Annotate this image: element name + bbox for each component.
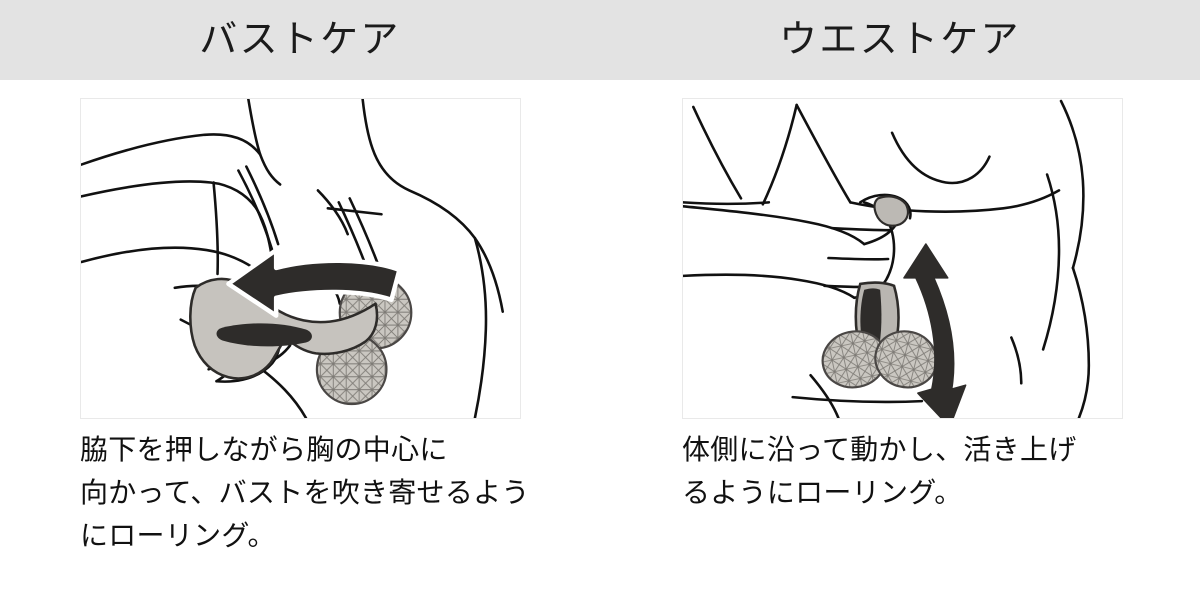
header-cell-bust-care: バストケア <box>0 0 600 80</box>
caption-line: にローリング。 <box>80 520 276 551</box>
caption-line: 脇下を押しながら胸の中心に <box>80 434 448 465</box>
section-title-waist-care: ウエストケア <box>779 19 1021 61</box>
figure-frame-waist-care <box>682 98 1123 419</box>
caption-line: 向かって、バストを吹き寄せるよう <box>80 477 530 508</box>
waist-care-illustration <box>683 99 1091 418</box>
motion-arrow-vertical-double <box>903 243 967 418</box>
panel-waist-care: 体側に沿って動かし、活き上げ るようにローリング。 <box>600 80 1200 600</box>
panel-bust-care: 脇下を押しながら胸の中心に 向かって、バストを吹き寄せるよう にローリング。 <box>0 80 600 600</box>
caption-bust-care: 脇下を押しながら胸の中心に 向かって、バストを吹き寄せるよう にローリング。 <box>80 428 530 557</box>
body-outline-group <box>81 99 505 418</box>
header-band: バストケア ウエストケア <box>0 0 1200 80</box>
header-cell-waist-care: ウエストケア <box>600 0 1200 80</box>
section-title-bust-care: バストケア <box>199 19 401 61</box>
massage-roller-device <box>821 195 938 389</box>
massage-roller-device <box>189 275 413 406</box>
caption-line: るようにローリング。 <box>682 477 963 508</box>
caption-line: 体側に沿って動かし、活き上げ <box>682 434 1077 465</box>
roller-cap <box>873 195 910 227</box>
bust-care-illustration <box>81 99 505 418</box>
figure-frame-bust-care <box>80 98 521 419</box>
motion-arrow-left <box>226 247 402 318</box>
roller-seam <box>216 323 312 347</box>
caption-waist-care: 体側に沿って動かし、活き上げ るようにローリング。 <box>682 428 1077 514</box>
